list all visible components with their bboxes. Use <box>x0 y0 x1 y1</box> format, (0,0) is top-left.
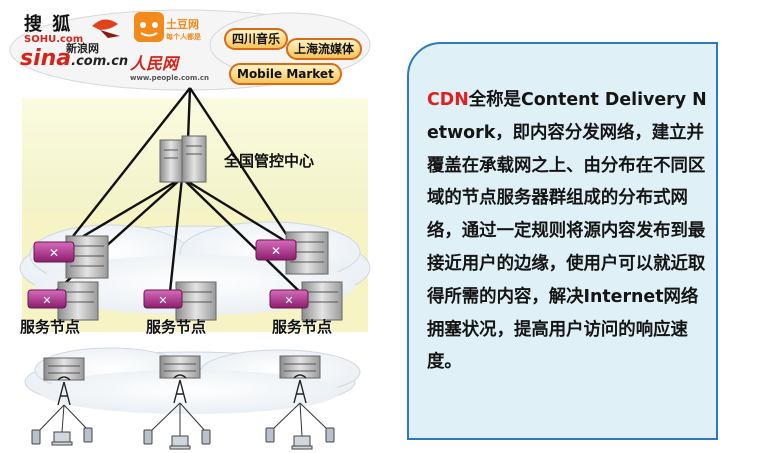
service-node-top-left: ✕ <box>33 235 109 279</box>
service-node-label-1: 服务节点 <box>20 318 81 336</box>
service-node-label-2: 服务节点 <box>146 318 207 336</box>
cdn-definition-body: 全称是Content Delivery Network，即内容分发网络，建立并覆… <box>427 90 707 373</box>
cloud-label-mobile: Mobile Market <box>229 63 342 85</box>
service-node-3: ✕ <box>269 281 343 321</box>
service-node-label-3: 服务节点 <box>272 318 333 336</box>
laptop-icon <box>51 431 313 450</box>
svg-text:✕: ✕ <box>42 294 51 307</box>
people-logo-text: 人民网 <box>130 54 179 73</box>
tudou-logo-icon <box>134 12 164 42</box>
cloud-label-sichuan: 四川音乐 <box>224 28 289 50</box>
edge-server-1 <box>43 357 85 381</box>
svg-text:✕: ✕ <box>158 294 167 307</box>
service-node-2: ✕ <box>143 281 217 321</box>
control-center-server <box>159 135 207 183</box>
tudou-logo: 土豆网 每个人都是 <box>166 16 201 42</box>
sohu-fox-icon <box>92 19 120 38</box>
sina-brand: sina <box>20 46 72 71</box>
sohu-logo: 搜 狐 SOHU.com <box>24 10 83 45</box>
antenna-icon <box>57 374 307 406</box>
edge-server-2 <box>159 355 201 379</box>
client-lines <box>37 402 329 437</box>
phone-icon <box>31 427 335 445</box>
sohu-logo-text: 搜 狐 <box>24 14 73 35</box>
sina-domain: .com.cn <box>71 54 129 69</box>
svg-text:✕: ✕ <box>271 244 281 258</box>
people-logo-sub: www.people.com.cn <box>130 74 210 82</box>
control-center-label: 全国管控中心 <box>224 152 315 170</box>
tudou-logo-text: 土豆网 <box>166 18 199 31</box>
sina-cn: 新浪网 <box>66 42 99 55</box>
cdn-definition-box: CDN全称是Content Delivery Network，即内容分发网络，建… <box>407 42 718 440</box>
cloud-label-shanghai: 上海流媒体 <box>286 38 363 60</box>
people-logo: 人民网 www.people.com.cn <box>130 50 209 82</box>
tudou-logo-sub: 每个人都是 <box>166 33 201 41</box>
sina-logo: sina.com.cn 新浪网 <box>20 42 129 71</box>
service-node-top-right: ✕ <box>255 231 329 275</box>
cdn-acronym: CDN <box>427 90 469 110</box>
cdn-definition-text: CDN全称是Content Delivery Network，即内容分发网络，建… <box>427 84 707 379</box>
service-node-1: ✕ <box>27 281 99 321</box>
edge-server-3 <box>279 355 321 379</box>
sohu-logo-sub: SOHU.com <box>24 34 84 45</box>
svg-text:✕: ✕ <box>284 294 293 307</box>
svg-text:✕: ✕ <box>49 246 59 260</box>
